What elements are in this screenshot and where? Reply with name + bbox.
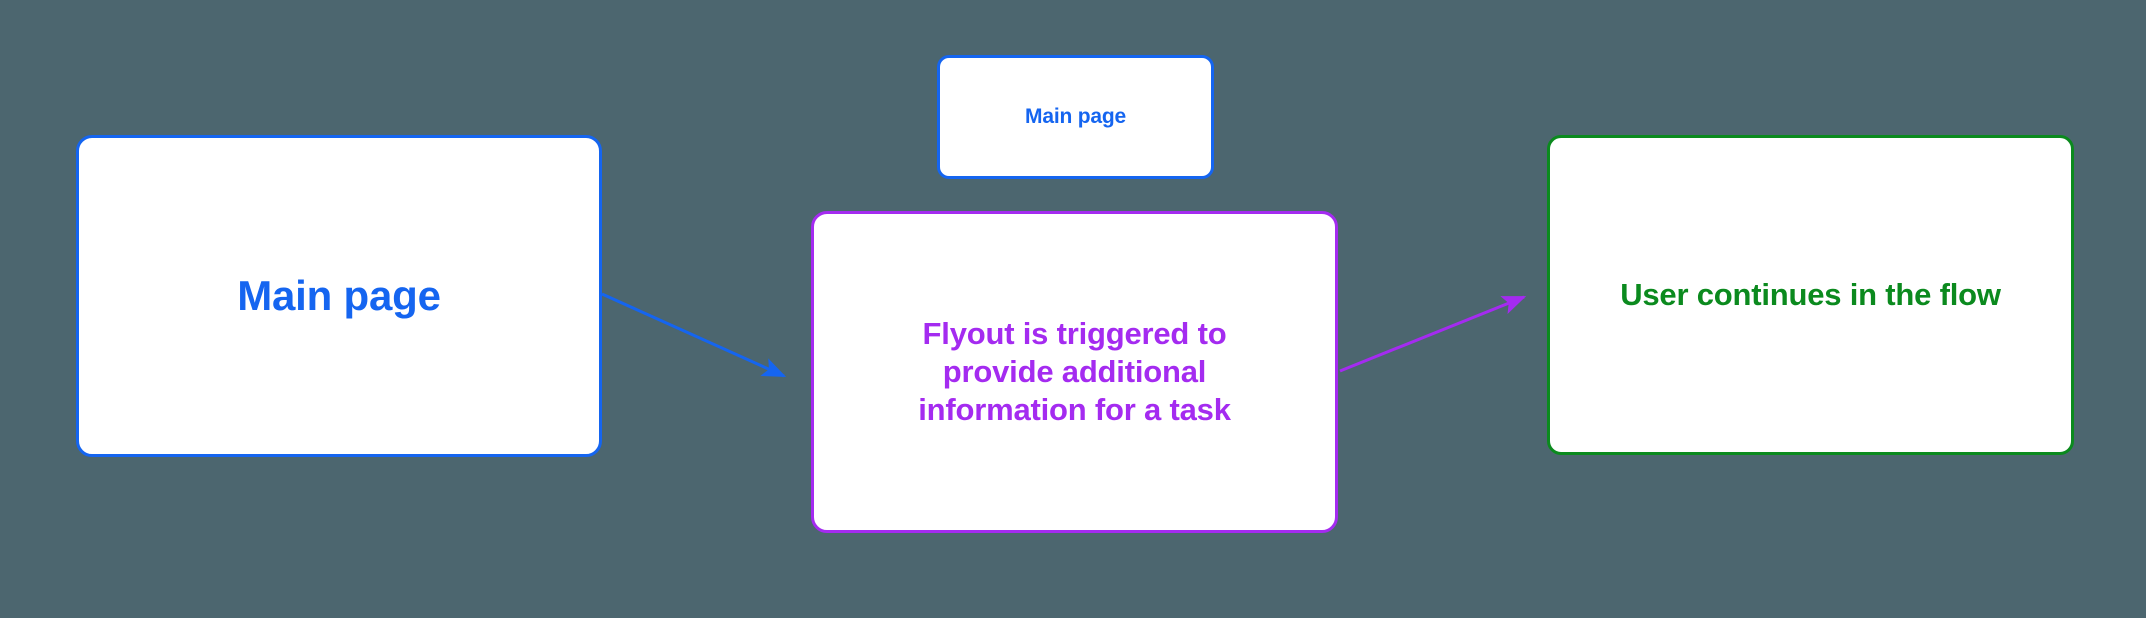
edge-flyout-to-user-continues xyxy=(1339,295,1527,373)
node-main-page-top-label: Main page xyxy=(1025,105,1126,129)
node-user-continues[interactable]: User continues in the flow xyxy=(1547,135,2074,455)
node-main-page-left[interactable]: Main page xyxy=(76,135,602,457)
node-main-page-top[interactable]: Main page xyxy=(937,55,1214,179)
node-main-page-left-label: Main page xyxy=(237,272,441,320)
edge-main-page-to-flyout xyxy=(601,292,787,378)
node-flyout[interactable]: Flyout is triggered to provide additiona… xyxy=(811,211,1338,533)
node-flyout-label: Flyout is triggered to provide additiona… xyxy=(918,316,1231,427)
node-user-continues-label: User continues in the flow xyxy=(1620,277,2001,313)
